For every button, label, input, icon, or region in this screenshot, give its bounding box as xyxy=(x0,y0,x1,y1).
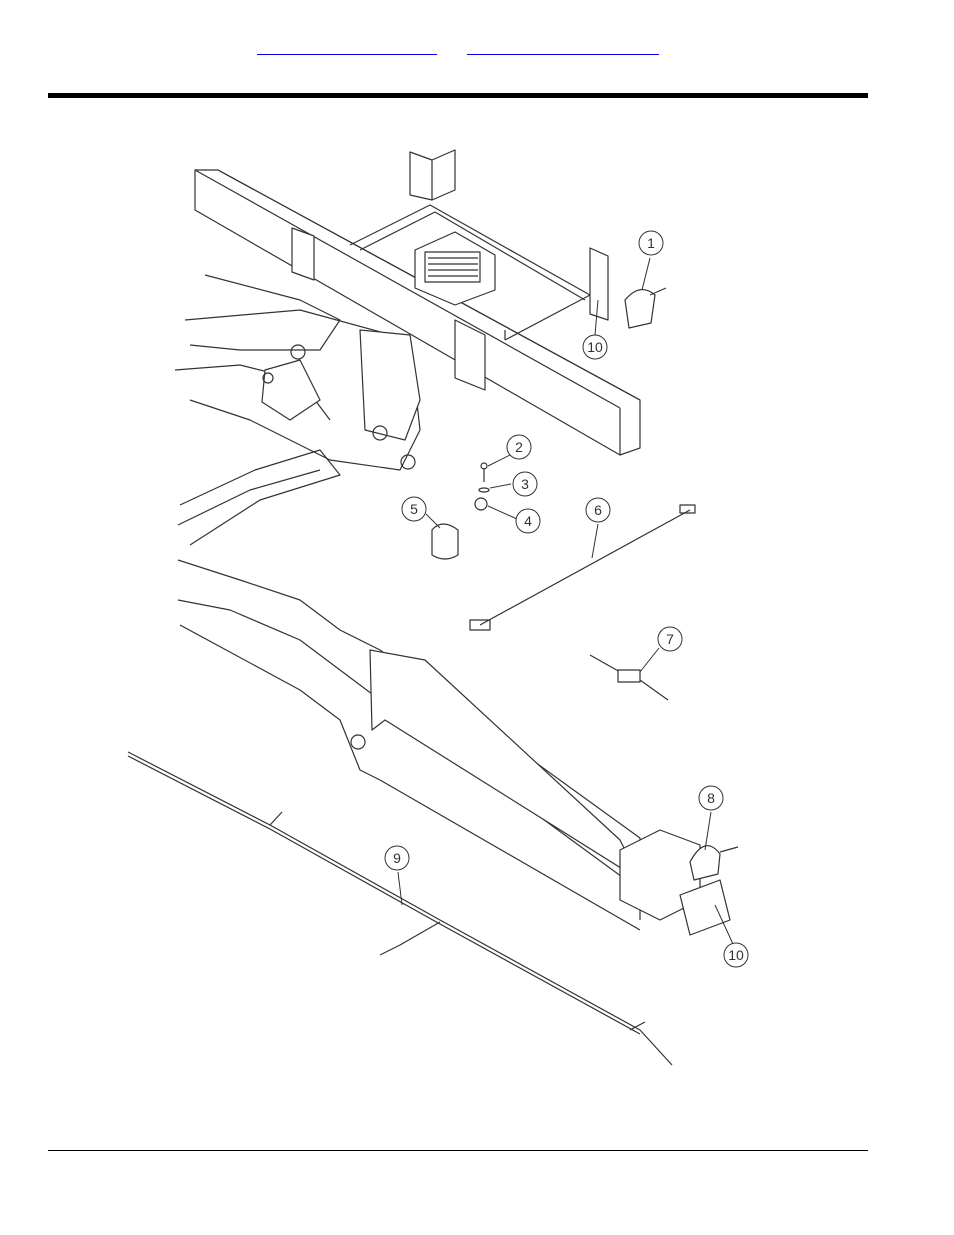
part-6-harness xyxy=(470,505,695,630)
parts-2-4-fasteners xyxy=(475,463,489,510)
callout-label: 4 xyxy=(524,513,532,529)
callout-label: 1 xyxy=(647,235,655,251)
footer-rule xyxy=(48,1150,868,1151)
part-7-harness xyxy=(590,655,668,700)
callout-label: 6 xyxy=(594,502,602,518)
parts-diagram: 1 2 3 4 5 6 7 8 9 10 10 xyxy=(120,140,760,1080)
rear-bracket-block xyxy=(620,830,730,935)
callout-label: 8 xyxy=(707,790,715,806)
header-link-2[interactable] xyxy=(467,40,659,55)
callout-label: 5 xyxy=(410,501,418,517)
callout-label: 10 xyxy=(728,947,744,963)
part-5-cap xyxy=(432,524,458,559)
header-link-1[interactable] xyxy=(257,40,437,55)
callout-label: 3 xyxy=(521,476,529,492)
callout-label: 2 xyxy=(515,439,523,455)
callout-label: 9 xyxy=(393,850,401,866)
header-rule xyxy=(48,93,868,98)
part-8-light xyxy=(690,846,738,880)
callout-label: 10 xyxy=(587,339,603,355)
callout-label: 7 xyxy=(666,631,674,647)
part-1-light xyxy=(625,288,666,328)
part-9-harness xyxy=(128,752,672,1065)
